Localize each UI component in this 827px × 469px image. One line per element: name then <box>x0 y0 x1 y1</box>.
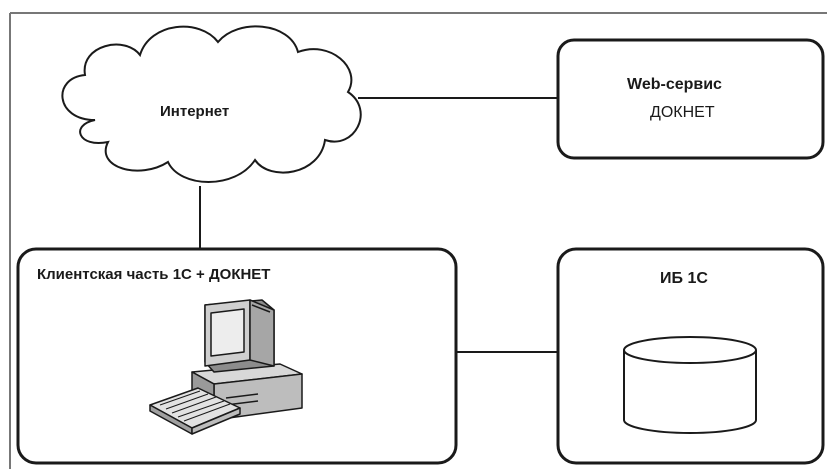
internet-cloud-icon <box>61 25 362 183</box>
ib-title: ИБ 1С <box>660 270 708 287</box>
web-service-title: Web-сервис <box>627 76 722 93</box>
client-title: Клиентская часть 1С + ДОКНЕТ <box>37 266 271 283</box>
database-cylinder-icon <box>623 336 757 434</box>
web-service-box <box>556 38 825 160</box>
web-service-subtitle: ДОКНЕТ <box>650 104 715 121</box>
internet-label: Интернет <box>160 103 230 120</box>
computer-icon <box>149 299 303 435</box>
